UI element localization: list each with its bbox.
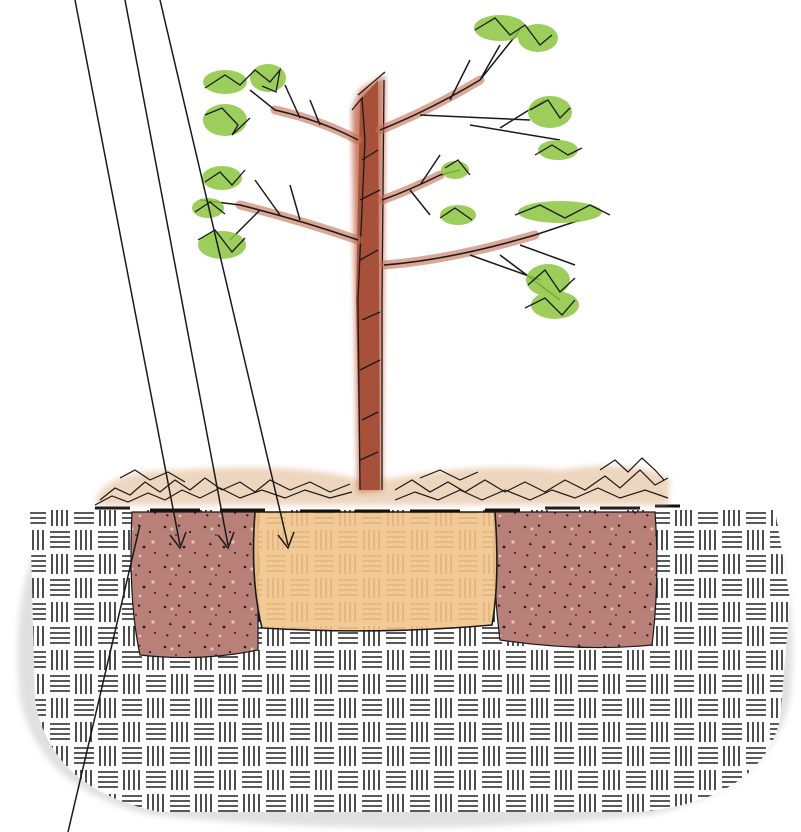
backfill-soil xyxy=(254,512,497,631)
tree-foliage xyxy=(192,15,610,319)
native-soil-left xyxy=(131,512,258,658)
native-soil-right xyxy=(494,512,657,648)
arrow-native-soil-1 xyxy=(75,0,186,548)
